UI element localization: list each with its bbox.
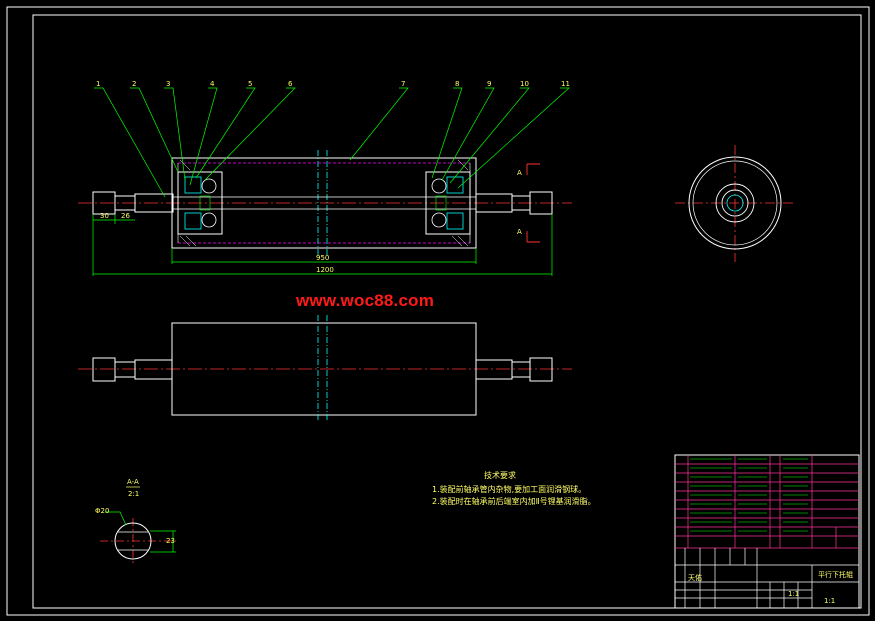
part-label-8: 8 (455, 80, 459, 88)
outer-frame (6, 6, 870, 616)
part-label-3: 3 (166, 80, 170, 88)
part-label-4: 4 (210, 80, 215, 88)
section-title: A-A (127, 478, 139, 486)
part-label-10: 10 (520, 80, 529, 88)
section-width: 23 (166, 537, 175, 545)
title-block (674, 454, 860, 609)
dimension-lines (92, 214, 553, 276)
technical-requirements-title: 技术要求 (484, 471, 516, 480)
dim-shaft-end-1: 30 (100, 212, 109, 220)
watermark: www.woc88.com (296, 291, 435, 310)
part-label-1: 1 (96, 80, 100, 88)
technical-requirement-1: 1.装配前轴承管内杂物,要加工面润滑钢球。 (432, 485, 587, 494)
outside-view (78, 315, 572, 422)
title-block-scale: 1:1 (788, 590, 799, 598)
title-block-sheet: 1:1 (824, 597, 835, 605)
leader-lines (94, 87, 570, 198)
dim-total-length: 1200 (316, 266, 334, 274)
section-marker-bottom: A (517, 228, 522, 236)
part-label-11: 11 (561, 80, 570, 88)
section-scale: 2:1 (128, 490, 139, 498)
inner-frame (32, 14, 862, 609)
end-view (675, 145, 795, 262)
dim-tube-length: 950 (316, 254, 329, 262)
part-label-6: 6 (288, 80, 293, 88)
dim-shaft-end-2: 26 (121, 212, 130, 220)
title-block-drawing-name: 平行下托辊 (818, 570, 853, 579)
title-block-company: 天佑 (688, 573, 702, 582)
part-label-9: 9 (487, 80, 491, 88)
part-label-7: 7 (401, 80, 405, 88)
front-section-view (78, 150, 572, 255)
part-label-2: 2 (132, 80, 136, 88)
section-detail (100, 486, 176, 565)
section-dia: Φ20 (95, 507, 109, 515)
technical-requirement-2: 2.装配时在轴承前后端室内加Ⅱ号锂基润滑脂。 (432, 497, 596, 506)
part-label-5: 5 (248, 80, 252, 88)
section-marker-top: A (517, 169, 522, 177)
